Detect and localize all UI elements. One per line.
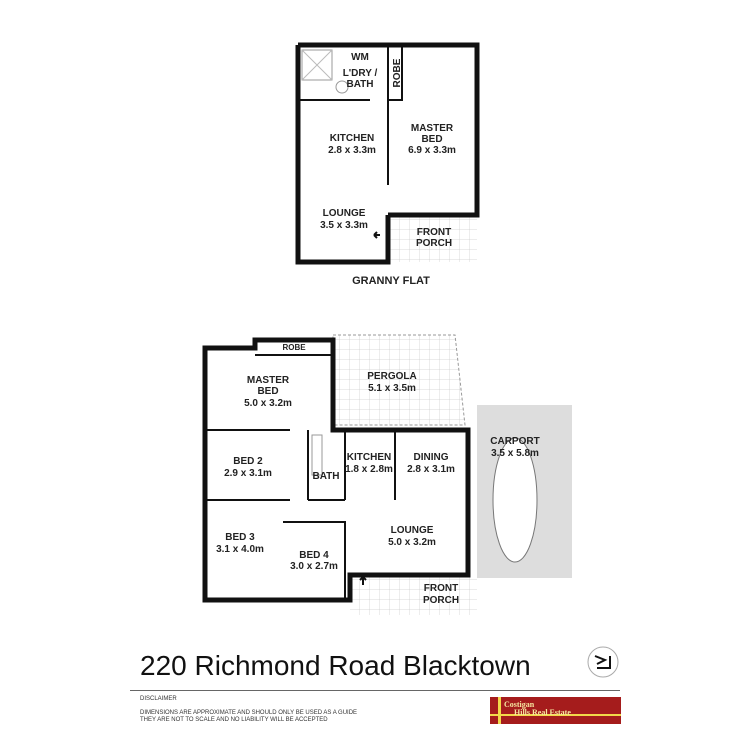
granny-inner-walls	[298, 45, 403, 185]
label-bed2: BED 2	[233, 456, 263, 467]
label-granny-kitchen: KITCHEN	[330, 133, 374, 144]
disclaimer-line-2: THEY ARE NOT TO SCALE AND NO LIABILITY W…	[140, 717, 328, 723]
disclaimer-line-1: DIMENSIONS ARE APPROXIMATE AND SHOULD ON…	[140, 710, 358, 716]
logo-line-1: Costigan	[504, 700, 535, 709]
label-granny-porch: FRONT	[417, 227, 451, 238]
agency-logo: Costigan Hills Real Estate	[490, 697, 621, 724]
label-pergola: PERGOLA	[367, 371, 416, 382]
bathtub-icon	[311, 434, 323, 476]
label-house-porch-2: PORCH	[423, 595, 459, 606]
property-address: 220 Richmond Road Blacktown	[140, 650, 531, 681]
label-kitchen: KITCHEN	[347, 452, 391, 463]
shower-cross	[301, 49, 333, 81]
dims-carport: 3.5 x 5.8m	[491, 448, 539, 459]
label-granny-lounge: LOUNGE	[323, 208, 366, 219]
label-granny-master: MASTER	[411, 123, 454, 134]
dims-dining: 2.8 x 3.1m	[407, 464, 455, 475]
dims-granny-master: 6.9 x 3.3m	[408, 145, 456, 156]
logo-line-2: Hills Real Estate	[514, 708, 571, 717]
label-bed4: BED 4	[299, 550, 329, 561]
pergola-area	[332, 334, 466, 426]
label-granny-master-bed: BED	[421, 134, 442, 145]
label-bath: BATH	[312, 471, 339, 482]
toilet-icon	[335, 80, 349, 94]
label-house-robe: ROBE	[282, 343, 306, 352]
house-outer-walls	[202, 337, 471, 603]
dims-granny-kitchen: 2.8 x 3.3m	[328, 145, 376, 156]
label-laundry: L'DRY /	[343, 68, 378, 79]
house-inner-walls	[205, 354, 396, 600]
dims-kitchen: 1.8 x 2.8m	[345, 464, 393, 475]
car-icon	[492, 437, 538, 563]
dims-bed4: 3.0 x 2.7m	[290, 561, 338, 572]
label-bed3: BED 3	[225, 532, 255, 543]
house-porch-tiles	[350, 575, 477, 615]
dims-lounge: 5.0 x 3.2m	[388, 537, 436, 548]
label-carport: CARPORT	[490, 436, 539, 447]
shower-icon	[301, 49, 333, 81]
label-granny-robe: ROBE	[392, 58, 403, 87]
dims-granny-lounge: 3.5 x 3.3m	[320, 220, 368, 231]
label-house-porch: FRONT	[424, 583, 458, 594]
house-plan	[202, 334, 572, 615]
label-granny-porch-2: PORCH	[416, 238, 452, 249]
granny-flat-title: GRANNY FLAT	[352, 275, 430, 287]
dims-house-master: 5.0 x 3.2m	[244, 398, 292, 409]
house-entry-arrow-icon	[359, 576, 367, 585]
disclaimer-heading: DISCLAIMER	[140, 696, 177, 702]
label-house-master-bed: BED	[257, 386, 278, 397]
granny-porch-tiles	[388, 215, 477, 262]
label-wm: WM	[351, 52, 369, 63]
footer-divider	[130, 690, 620, 691]
dims-pergola: 5.1 x 3.5m	[368, 383, 416, 394]
label-laundry-bath: BATH	[346, 79, 373, 90]
label-lounge: LOUNGE	[391, 525, 434, 536]
north-arrow-icon	[587, 646, 619, 678]
label-dining: DINING	[414, 452, 449, 463]
entry-arrow-icon	[373, 231, 380, 239]
granny-flat-plan	[295, 42, 480, 265]
dims-bed3: 3.1 x 4.0m	[216, 544, 264, 555]
dims-bed2: 2.9 x 3.1m	[224, 468, 272, 479]
label-house-master: MASTER	[247, 375, 290, 386]
